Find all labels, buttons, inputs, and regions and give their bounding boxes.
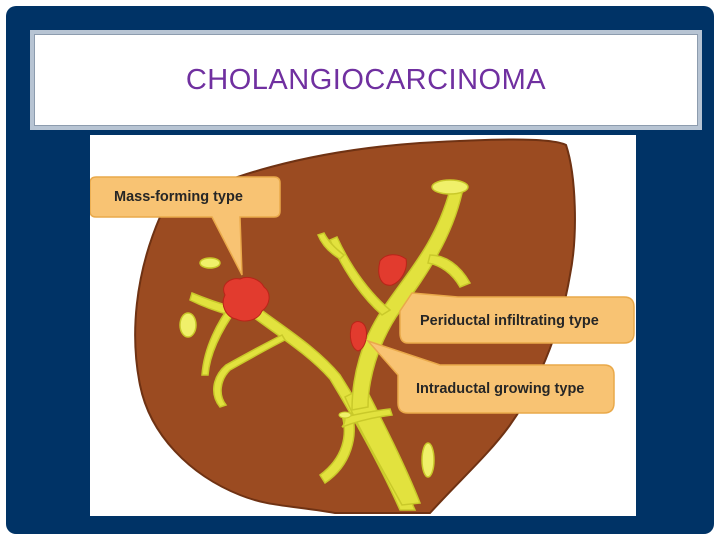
- callout-mass-forming: Mass-forming type: [90, 176, 281, 276]
- duct-opening-bottom: [421, 442, 435, 478]
- callout-periductal: Periductal infiltrating type: [399, 292, 635, 344]
- periductal-label: Periductal infiltrating type: [420, 313, 599, 329]
- title-box: CHOLANGIOCARCINOMA: [30, 30, 702, 130]
- duct-opening-left-upper: [199, 257, 221, 269]
- liver-diagram: Mass-forming type Periductal infiltratin…: [90, 135, 636, 516]
- duct-opening-small: [338, 411, 352, 419]
- callout-intraductal: Intraductal growing type: [365, 339, 615, 414]
- mass-forming-label: Mass-forming type: [114, 189, 243, 205]
- liver-diagram-svg: Mass-forming type Periductal infiltratin…: [90, 138, 635, 514]
- page-title: CHOLANGIOCARCINOMA: [185, 63, 547, 96]
- title-inner: CHOLANGIOCARCINOMA: [34, 34, 698, 126]
- periductal-tumor: [378, 254, 407, 286]
- duct-opening-top: [431, 179, 469, 195]
- duct-opening-left-lower: [179, 312, 197, 338]
- intraductal-tumor: [349, 321, 367, 352]
- mass-forming-tumor: [222, 276, 270, 322]
- intraductal-label: Intraductal growing type: [416, 381, 584, 397]
